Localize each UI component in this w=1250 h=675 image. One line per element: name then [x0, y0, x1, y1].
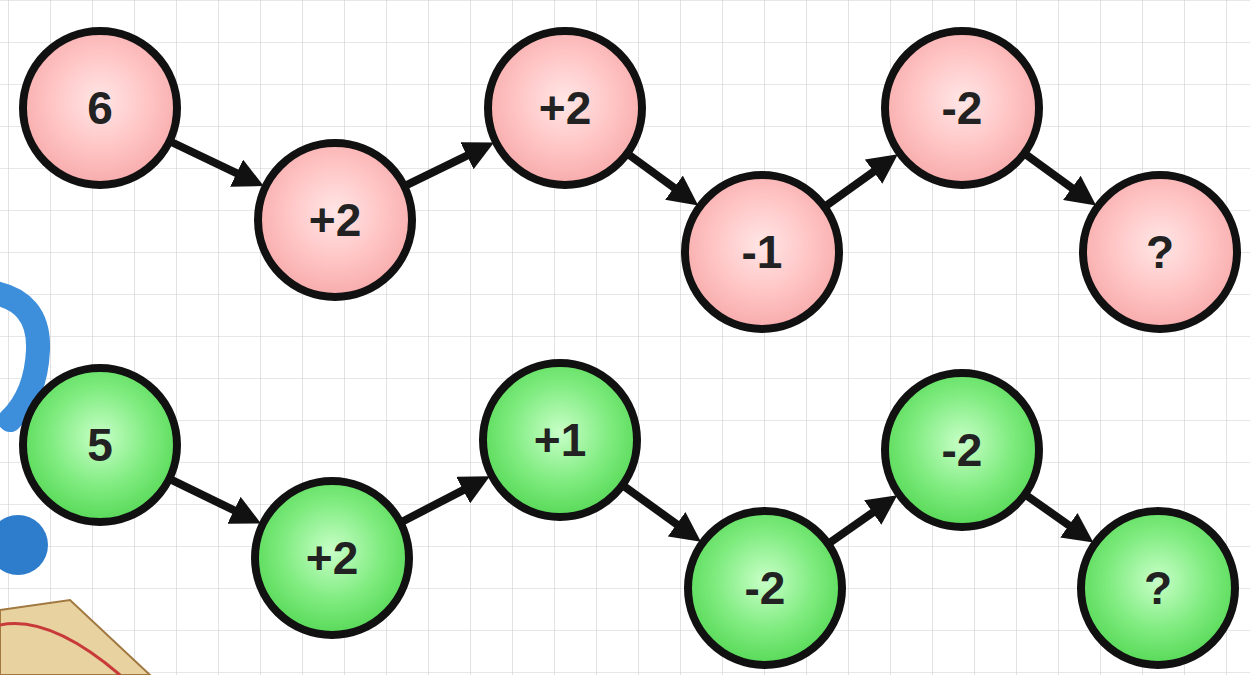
node-label: ? [1146, 229, 1174, 275]
arrow-connector [826, 165, 883, 206]
number-circle: -2 [684, 507, 846, 669]
node-label: 5 [87, 422, 113, 468]
arrow-connector [171, 142, 247, 178]
number-circle: +2 [254, 139, 416, 301]
node-label: +2 [306, 535, 358, 581]
number-circle: -1 [681, 171, 843, 333]
node-label: +2 [309, 197, 361, 243]
arrow-connector [629, 155, 684, 195]
node-label: -2 [942, 85, 983, 131]
number-circle: ? [1077, 507, 1239, 669]
node-label: +2 [539, 85, 591, 131]
book-ribbon [0, 624, 120, 675]
node-label: -1 [742, 229, 783, 275]
arrow-connector [406, 150, 478, 185]
arrow-connector [1027, 495, 1079, 532]
number-circle: -2 [881, 27, 1043, 189]
number-circle: -2 [881, 369, 1043, 531]
node-label: ? [1144, 565, 1172, 611]
arrow-connector [830, 506, 883, 543]
arrow-connector [624, 486, 686, 531]
number-circle: 5 [19, 364, 181, 526]
number-circle: ? [1079, 171, 1241, 333]
node-label: +1 [534, 417, 586, 463]
number-circle: +2 [484, 27, 646, 189]
arrow-connector [1026, 154, 1082, 194]
arrow-connector [402, 485, 474, 522]
node-label: -2 [942, 427, 983, 473]
question-mark-dot [0, 515, 48, 575]
number-circle: +1 [479, 359, 641, 521]
number-circle: 6 [19, 27, 181, 189]
arrow-connector [171, 480, 245, 516]
node-label: 6 [87, 85, 113, 131]
book [0, 600, 150, 675]
node-label: -2 [745, 565, 786, 611]
number-circle: +2 [251, 477, 413, 639]
